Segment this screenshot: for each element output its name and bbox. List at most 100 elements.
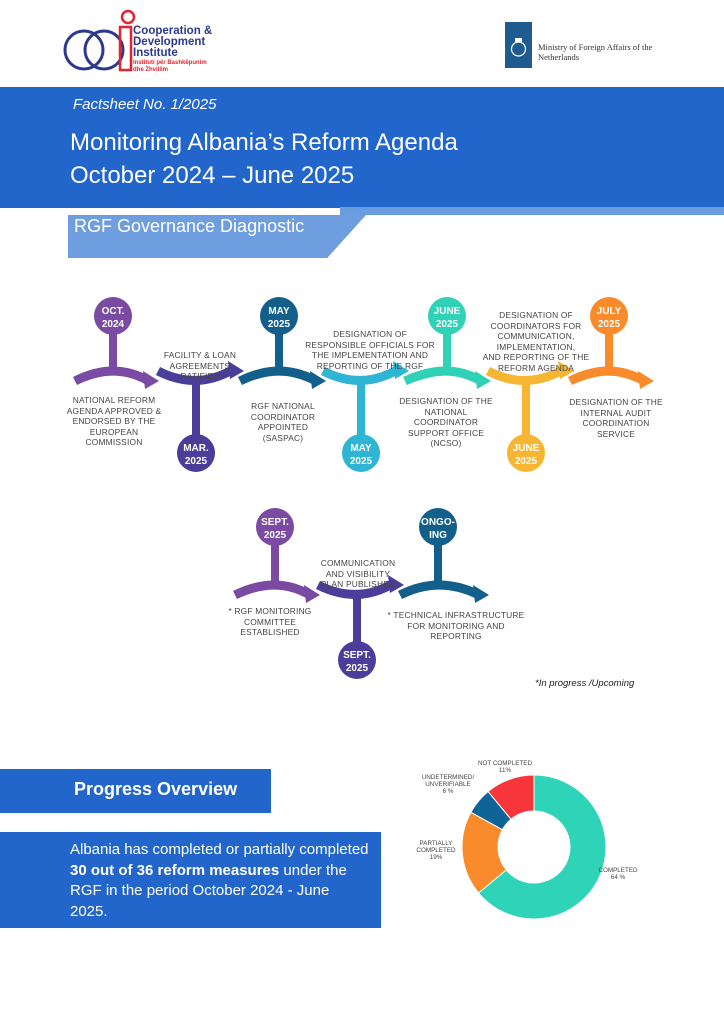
event-description-line: COMMISSION xyxy=(85,437,143,447)
date-label: MAY xyxy=(268,306,290,317)
date-label: JULY xyxy=(597,306,622,317)
arrow-head-icon xyxy=(393,361,409,379)
event-description-line: DESIGNATION OF xyxy=(333,329,407,339)
date-label: 2025 xyxy=(598,319,621,330)
slice-value: 19% xyxy=(429,854,443,861)
timeline-arc xyxy=(397,580,479,600)
timeline-arc xyxy=(237,366,317,386)
date-circle xyxy=(260,297,298,335)
netherlands-emblem-icon xyxy=(505,22,532,68)
timeline-arc xyxy=(320,366,400,385)
date-circle xyxy=(590,297,628,335)
timeline-event: SEPT. 2025 xyxy=(233,508,320,603)
slice-label: COMPLETED xyxy=(598,867,638,874)
date-circle xyxy=(419,508,457,546)
progress-donut-chart xyxy=(461,774,607,920)
event-description-line: COORDINATION xyxy=(582,418,650,428)
event-description-line: DESIGNATION OF THE xyxy=(569,397,663,407)
date-label: ONGO- xyxy=(421,517,455,528)
event-description-line: RESPONSIBLE OFFICIALS FOR xyxy=(305,339,435,350)
title-banner xyxy=(0,87,724,208)
event-description-line: COORDINATORS FOR xyxy=(490,320,582,331)
slice-value: 6 % xyxy=(442,788,454,795)
event-description-line: COMMUNICATION, xyxy=(497,331,575,341)
timeline-event: SEPT.2025 xyxy=(315,575,404,679)
timeline-arc xyxy=(233,580,311,600)
event-description-line: DESIGNATION OF THE xyxy=(399,396,493,406)
date-label: SEPT. xyxy=(261,517,289,528)
timeline-event: ONGO- ING xyxy=(397,508,489,603)
date-circle xyxy=(342,434,380,472)
date-label: 2025 xyxy=(185,456,208,467)
date-circle xyxy=(256,508,294,546)
event-description-line: DESIGNATION OF xyxy=(499,310,573,320)
cdi-logo xyxy=(63,9,136,72)
date-circle xyxy=(94,297,132,335)
event-description-line: SERVICE xyxy=(596,428,636,439)
event-description-line: ENDORSED BY THE xyxy=(72,416,156,426)
date-circle xyxy=(338,641,376,679)
slice-label: NOT COMPLETED xyxy=(477,760,533,767)
event-description-line: AGREEMENTS xyxy=(169,360,231,371)
date-label: 2025 xyxy=(346,663,369,674)
arrow-head-icon xyxy=(475,371,491,389)
summary-box xyxy=(0,832,381,928)
event-description-line: PLAN PUBLISHED xyxy=(320,579,396,589)
event-description-line: RGF NATIONAL xyxy=(251,401,315,411)
progress-heading-box xyxy=(0,769,271,813)
date-label: OCT. xyxy=(102,306,125,317)
donut-slice xyxy=(477,774,607,920)
date-circle xyxy=(428,297,466,335)
arrow-head-icon xyxy=(304,585,320,603)
event-description-line: FOR MONITORING AND xyxy=(407,620,505,631)
slice-label: PARTIALLY COMPLETED xyxy=(416,840,456,854)
date-circle xyxy=(177,434,215,472)
timeline: OCT.2024MAR.2025MAY2025MAY2025JUNE2025JU… xyxy=(72,297,654,679)
event-description-line: (SASPAC) xyxy=(262,432,304,443)
arrow-head-icon xyxy=(228,361,244,379)
event-description-line: INTERNAL AUDIT xyxy=(580,407,652,418)
event-description-line: (NCSO) xyxy=(430,438,462,448)
arrow-head-icon xyxy=(388,575,404,593)
arrow-head-icon xyxy=(473,585,489,603)
date-label: MAR. xyxy=(183,443,209,454)
date-label: MAY xyxy=(350,443,372,454)
event-description-line: APPOINTED xyxy=(257,422,309,432)
arrow-head-icon xyxy=(143,371,159,389)
event-description-line: ESTABLISHED xyxy=(240,627,300,637)
slice-value: 64 % xyxy=(610,874,626,881)
timeline-arc xyxy=(155,366,235,385)
event-description-line: * RGF MONITORING xyxy=(228,606,312,616)
timeline-event: MAR. 2025 xyxy=(155,361,244,472)
arrow-head-icon xyxy=(558,361,574,379)
timeline-arc xyxy=(403,366,482,386)
section-tab-label: RGF Governance Diagnostic xyxy=(74,216,305,236)
date-label: 2025 xyxy=(264,530,287,541)
date-label: 2025 xyxy=(515,456,538,467)
slice-label: UNDETERMINED/ UNVERIFIABLE xyxy=(421,774,475,788)
arrow-head-icon xyxy=(310,371,326,389)
event-description-line: * TECHNICAL INFRASTRUCTURE xyxy=(387,610,525,620)
event-description-line: COMMITTEE xyxy=(243,616,297,627)
donut-slice xyxy=(487,774,535,820)
date-label: ING xyxy=(429,530,447,541)
section-tab xyxy=(68,215,366,258)
arrow-head-icon xyxy=(638,371,654,389)
event-description-line: SUPPORT OFFICE xyxy=(407,427,484,438)
event-description-line: NATIONAL REFORM xyxy=(72,395,156,405)
event-description-line: NATIONAL xyxy=(424,406,468,417)
